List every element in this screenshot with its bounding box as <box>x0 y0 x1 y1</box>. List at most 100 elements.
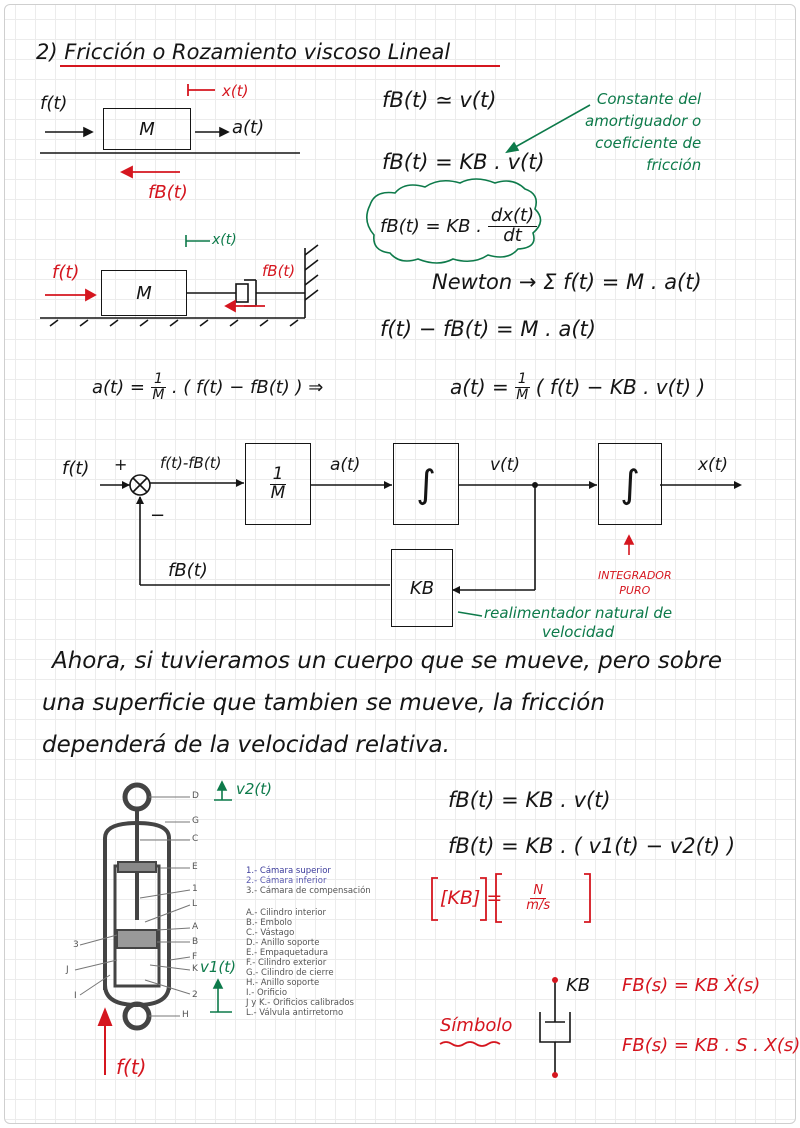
legend-item: A.- Cilindro interior <box>246 908 327 918</box>
note-line: PURO <box>619 584 651 597</box>
block-diagram-arrowheads <box>122 479 742 594</box>
v2-label: v2(t) <box>236 780 273 798</box>
block-diagram-lines <box>100 474 740 591</box>
d2-mass-block: M <box>101 270 187 316</box>
numerator: 1 <box>514 372 530 388</box>
part-letter: H <box>182 1010 189 1020</box>
newton-eq: Newton → Σ f(t) = M . a(t) <box>432 270 702 294</box>
diagram2-lines <box>40 244 319 327</box>
eq-derivative-lhs: fB(t) = KB . <box>380 215 482 237</box>
integral-icon: ∫ <box>620 462 640 506</box>
note-line: coeficiente de <box>595 134 702 152</box>
eq-derivative: fB(t) = KB . dx(t)dt <box>380 206 538 246</box>
relative-velocity-paragraph: Ahora, si tuvieramos un cuerpo que se mu… <box>42 640 722 766</box>
v1-label: v1(t) <box>200 958 237 976</box>
denominator: m/s <box>526 897 551 913</box>
paragraph-line: una superficie que tambien se mueve, la … <box>42 690 605 716</box>
legend-item: 2.- Cámara inferior <box>246 876 327 886</box>
part-letter: E <box>192 862 198 872</box>
accel-lhs: a(t) = <box>450 375 509 400</box>
eq-linear: fB(t) = KB . v(t) <box>382 150 545 174</box>
force-balance-eq: f(t) − fB(t) = M . a(t) <box>380 317 596 341</box>
bd-integrator-2: ∫ <box>598 443 662 525</box>
d1-mass-block: M <box>103 108 191 150</box>
bd-integrator-1: ∫ <box>393 443 459 525</box>
bd-input: f(t) <box>62 458 90 479</box>
bd-feedback-gain-block: KB <box>391 549 453 627</box>
bd-velocity: v(t) <box>490 455 520 475</box>
damper-symbol <box>539 980 571 1075</box>
denominator: M <box>270 482 286 503</box>
legend-item: 1.- Cámara superior <box>246 866 331 876</box>
d2-force-label: f(t) <box>52 262 80 283</box>
note-line: INTEGRADOR <box>598 569 672 582</box>
d2-friction-label: fB(t) <box>262 262 296 280</box>
numerator: 1 <box>269 465 287 485</box>
d2-position-label: x(t) <box>212 232 237 248</box>
part-letter: J <box>66 965 69 975</box>
d1-mass-label: M <box>139 118 155 140</box>
integral-icon: ∫ <box>416 462 436 506</box>
bd-plus: + <box>114 455 128 474</box>
d1-accel-label: a(t) <box>232 117 265 138</box>
integrator-note: INTEGRADOR PURO <box>598 568 672 598</box>
eq-bottom-2: fB(t) = KB . ( v1(t) − v2(t) ) <box>448 834 736 858</box>
feedback-note-arrow <box>457 611 483 617</box>
feedback-note: realimentador natural de velocidad <box>484 604 672 642</box>
d1-force-label: f(t) <box>40 93 68 114</box>
note-line: Constante del <box>596 90 702 108</box>
unit-brackets <box>431 873 591 1047</box>
damping-note: Constante del amortiguador o coeficiente… <box>585 88 701 176</box>
legend-item: E.- Empaquetadura <box>246 948 329 958</box>
part-letter: 3 <box>73 940 79 950</box>
page-title: 2) Fricción o Rozamiento viscoso Lineal <box>36 40 451 64</box>
derivative-fraction: dx(t)dt <box>487 206 538 246</box>
eq-bottom-1: fB(t) = KB . v(t) <box>448 788 611 812</box>
note-line: realimentador natural de <box>484 604 673 622</box>
accel-rhs: . ( f(t) − fB(t) ) ⇒ <box>171 376 324 398</box>
part-letter: A <box>192 922 199 932</box>
parts-legend: A.- Cilindro interior B.- Embolo C.- Vás… <box>246 908 354 1018</box>
note-line: amortiguador o <box>585 112 702 130</box>
cloud-outline <box>366 178 542 264</box>
part-letter: B <box>192 937 199 947</box>
numerator: 1 <box>150 372 166 388</box>
part-letter: C <box>192 834 199 844</box>
legend-item: H.- Anillo soporte <box>246 978 320 988</box>
bd-feedback: fB(t) <box>168 560 208 581</box>
units-lhs: [KB] = <box>440 887 503 910</box>
part-letter: L <box>192 899 198 909</box>
bd-error: f(t)-fB(t) <box>160 454 222 472</box>
part-letter: G <box>192 816 199 826</box>
force-arrow <box>97 1007 113 1075</box>
legend-item: L.- Válvula antirretorno <box>246 1008 344 1018</box>
legend-item: F.- Cilindro exterior <box>246 958 327 968</box>
note-line: fricción <box>646 156 702 174</box>
denominator: M <box>152 386 165 403</box>
part-letter: I <box>74 991 77 1001</box>
denominator: dt <box>503 224 522 246</box>
shock-force-label: f(t) <box>116 1055 147 1079</box>
denominator: M <box>516 386 529 403</box>
eq-proportional: fB(t) ≃ v(t) <box>382 88 497 112</box>
symbol-kb: KB <box>566 975 591 996</box>
d2-mass-label: M <box>136 282 152 304</box>
accel-rhs: ( f(t) − KB . v(t) ) <box>535 375 706 400</box>
legend-item: I.- Orificio <box>246 988 288 998</box>
bd-accel: a(t) <box>330 455 361 475</box>
accel-lhs: a(t) = <box>92 376 145 398</box>
legend-item: C.- Vástago <box>246 928 295 938</box>
legend-item: B.- Embolo <box>246 918 293 928</box>
paragraph-line: dependerá de la velocidad relativa. <box>42 732 450 758</box>
shock-absorber-drawing <box>74 782 191 1031</box>
legend-item: J y K.- Orificios calibrados <box>246 998 354 1008</box>
